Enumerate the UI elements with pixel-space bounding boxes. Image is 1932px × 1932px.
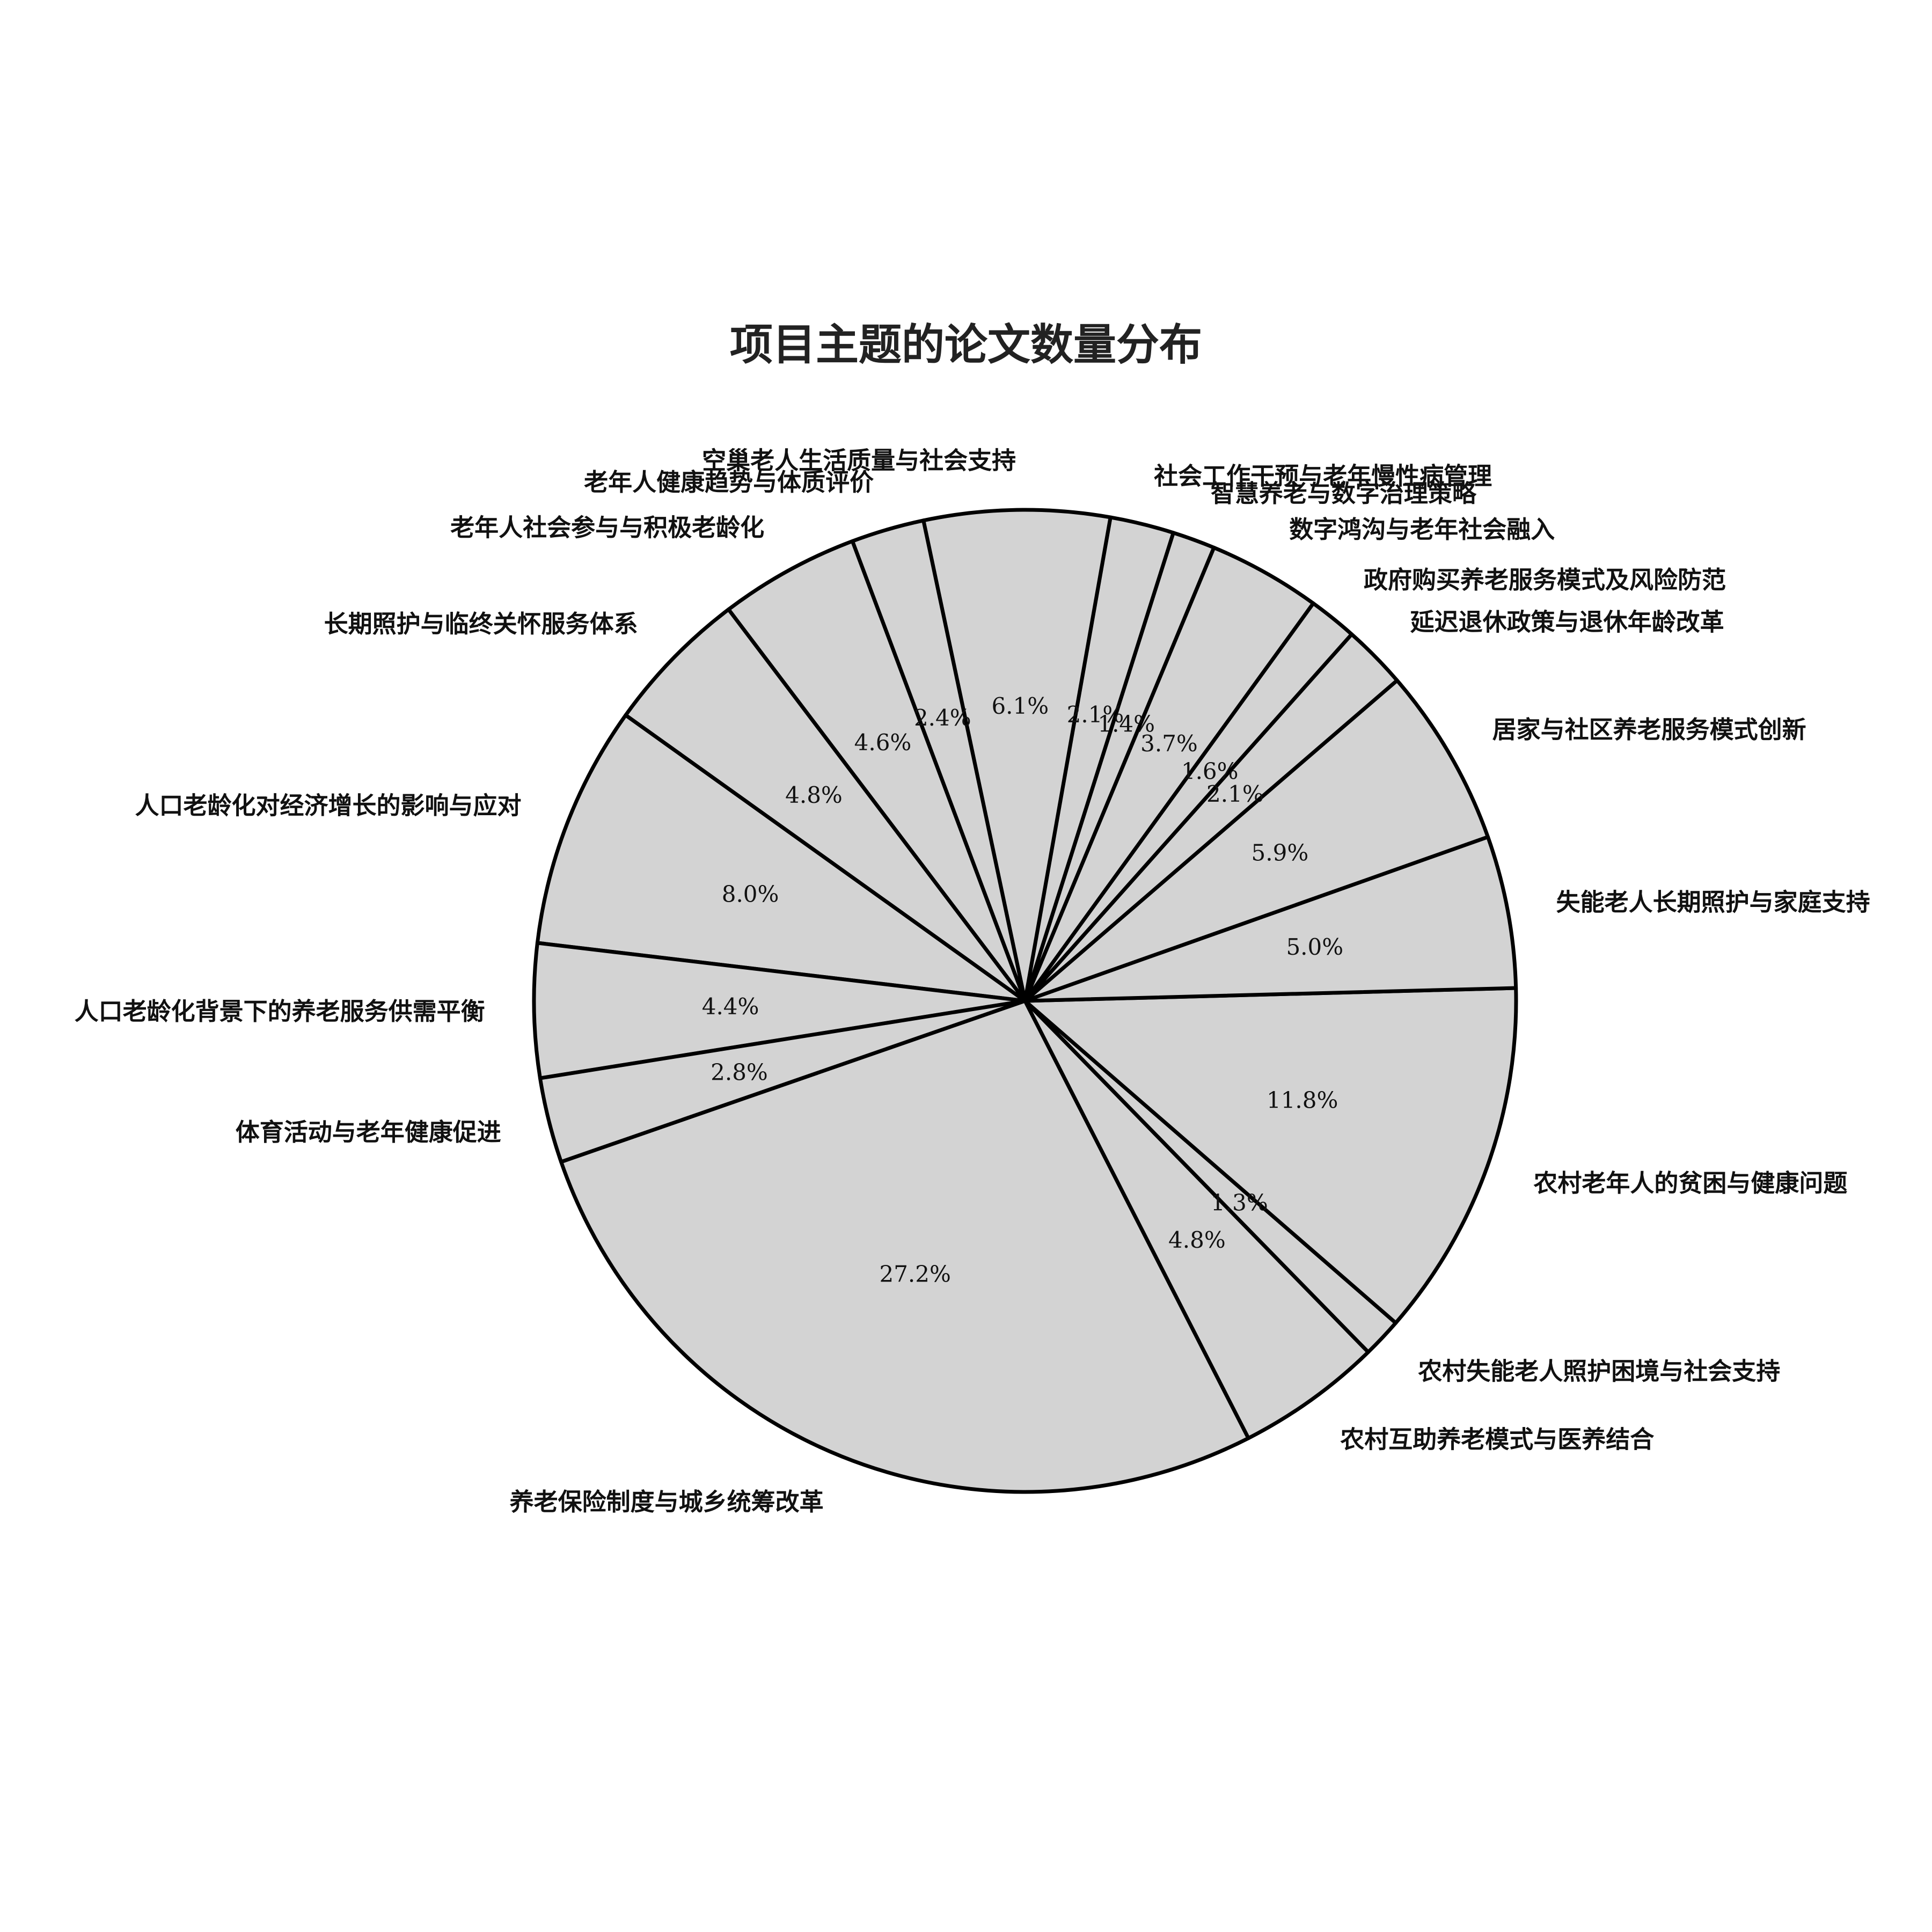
slice-percent-label: 2.1%	[1067, 701, 1124, 728]
slice-category-label: 数字鸿沟与老年社会融入	[1289, 515, 1555, 544]
slice-category-label: 体育活动与老年健康促进	[236, 1118, 501, 1146]
slice-percent-label: 1.6%	[1181, 758, 1239, 784]
slice-percent-label: 2.8%	[711, 1059, 768, 1086]
pie-slice	[559, 999, 1250, 1494]
slice-percent-label: 11.8%	[1267, 1087, 1338, 1113]
slice-category-label: 智慧养老与数字治理策略	[1211, 479, 1477, 508]
slice-category-label: 长期照护与临终关怀服务体系	[324, 610, 638, 638]
slice-category-label: 居家与社区养老服务模式创新	[1492, 715, 1806, 744]
slice-percent-label: 3.7%	[1140, 730, 1198, 757]
pie-slice	[1023, 986, 1518, 1325]
pie-slice	[532, 941, 1027, 1080]
pie-slice	[1023, 835, 1518, 1003]
slice-percent-label: 6.1%	[991, 693, 1049, 719]
slice-category-label: 政府购买养老服务模式及风险防范	[1364, 566, 1726, 594]
slice-percent-label: 4.4%	[702, 993, 759, 1020]
slice-category-label: 老年人社会参与与积极老龄化	[450, 514, 764, 542]
pie-slice	[1023, 545, 1315, 1003]
slice-percent-label: 2.4%	[914, 705, 971, 731]
slice-category-label: 人口老龄化对经济增长的影响与应对	[135, 791, 521, 819]
slice-percent-label: 1.3%	[1211, 1190, 1268, 1216]
slice-percent-label: 4.8%	[1168, 1227, 1226, 1253]
slice-percent-label: 27.2%	[879, 1261, 950, 1287]
chart-title: 项目主题的论文数量分布	[730, 319, 1202, 370]
slice-category-label: 空巢老人生活质量与社会支持	[702, 447, 1016, 475]
slice-category-label: 老年人健康趋势与体质评价	[584, 468, 874, 496]
slice-category-label: 社会工作干预与老年慢性病管理	[1154, 462, 1492, 491]
slice-category-label: 人口老龄化背景下的养老服务供需平衡	[75, 997, 485, 1026]
slice-percent-label: 1.4%	[1097, 711, 1155, 737]
percent-labels: 5.9%2.1%1.6%3.7%1.4%2.1%6.1%2.4%4.6%4.8%…	[702, 693, 1343, 1287]
slice-percent-label: 2.1%	[1206, 781, 1264, 807]
pie-slice	[921, 508, 1113, 1003]
slice-category-label: 延迟退休政策与退休年龄改革	[1410, 608, 1724, 636]
slice-percent-label: 4.8%	[785, 782, 843, 808]
pie-slice	[535, 713, 1027, 1003]
pie-slice	[624, 608, 1027, 1003]
slice-percent-label: 8.0%	[722, 881, 779, 908]
pie-slice	[1023, 999, 1371, 1440]
slice-percent-label: 5.0%	[1286, 934, 1343, 960]
slice-category-label: 农村互助养老模式与医养结合	[1340, 1425, 1654, 1453]
slice-category-label: 农村老年人的贫困与健康问题	[1533, 1169, 1847, 1197]
pie-slice	[1023, 678, 1490, 1003]
slice-percent-label: 5.9%	[1252, 840, 1309, 866]
slice-percent-label: 4.6%	[854, 729, 912, 756]
slice-category-label: 养老保险制度与城乡统筹改革	[510, 1488, 824, 1516]
category-labels: 居家与社区养老服务模式创新 延迟退休政策与退休年龄改革 政府购买养老服务模式及风险防…	[75, 447, 1870, 1516]
slice-category-label: 农村失能老人照护困境与社会支持	[1418, 1357, 1780, 1386]
slice-category-label: 失能老人长期照护与家庭支持	[1556, 888, 1870, 917]
pie-slices	[532, 508, 1518, 1494]
pie-slice	[727, 539, 1027, 1003]
